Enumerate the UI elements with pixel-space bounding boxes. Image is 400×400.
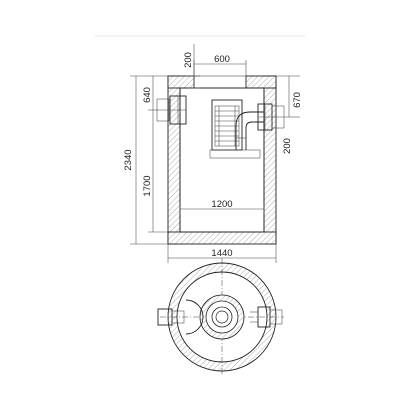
dim-total-height: 2340 bbox=[123, 149, 134, 170]
dim-top-wall: 200 bbox=[183, 52, 194, 68]
top-slab-right bbox=[245, 75, 277, 89]
dim-inlet-height: 640 bbox=[142, 87, 153, 103]
top-slab-left bbox=[167, 75, 195, 89]
neck-opening bbox=[193, 75, 247, 89]
plan-view bbox=[157, 258, 284, 376]
dim-outer-width: 1440 bbox=[211, 248, 232, 259]
dim-outlet-offset: 200 bbox=[282, 138, 293, 154]
dimension-labels: 200 600 640 670 200 2340 1700 1200 1440 bbox=[123, 52, 303, 259]
outlet-elbow bbox=[235, 111, 264, 150]
section-view bbox=[156, 75, 285, 245]
dim-inner-height: 1700 bbox=[142, 175, 153, 196]
dim-inner-width: 1200 bbox=[211, 199, 232, 210]
right-wall bbox=[263, 75, 277, 245]
inner-cavity bbox=[179, 87, 265, 233]
dim-outlet-height: 670 bbox=[292, 92, 303, 108]
dim-neck-width: 600 bbox=[214, 54, 230, 65]
bottom-slab bbox=[167, 231, 277, 245]
filter-unit bbox=[209, 99, 261, 159]
